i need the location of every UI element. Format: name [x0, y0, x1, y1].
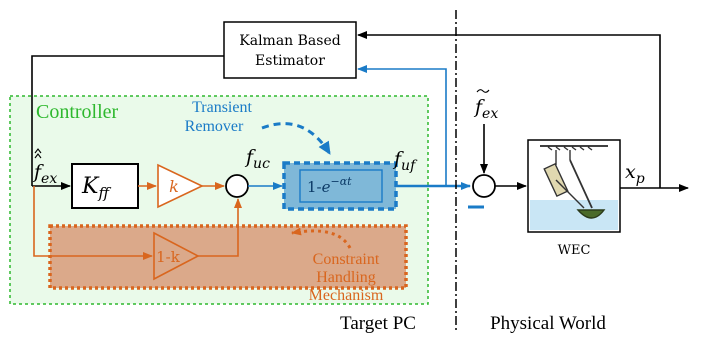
- constraint-label-line2: Handling: [316, 269, 376, 286]
- 1k-to-sum: [198, 198, 242, 257]
- constraint-handling-block: [48, 224, 408, 290]
- region-label-target-pc: Target PC: [340, 313, 416, 334]
- gain-k-triangle: [157, 163, 204, 209]
- signal-f-uf: fuf: [392, 148, 418, 174]
- transient-remover-function: 1-e−αt: [307, 175, 352, 196]
- control-to-estimator-line: [357, 65, 447, 186]
- controller-label: Controller: [36, 101, 119, 123]
- feedback-line: [357, 31, 661, 188]
- transient-label-line1: Transient: [192, 99, 252, 116]
- branch-to-1k: [33, 186, 153, 260]
- signal-x-p: xp: [625, 161, 645, 187]
- constraint-label-line1: Constraint: [313, 251, 380, 268]
- signal-f-uc: fuc: [244, 146, 270, 172]
- wec-label: WEC: [558, 243, 591, 258]
- gain-1k-label: 1-k: [156, 248, 181, 266]
- gain-1k-triangle: [153, 231, 200, 281]
- estimate-line: [31, 55, 224, 186]
- tilde-accent: [476, 89, 490, 93]
- kff-label: Kff: [81, 174, 111, 202]
- sum-junction-controller: [225, 174, 249, 198]
- transient-remover-inner: [299, 169, 383, 203]
- signal-f-ex-tilde: fex: [473, 96, 498, 122]
- sum-junction-plant: [472, 174, 496, 198]
- transient-pointer-arrow: [261, 122, 332, 155]
- transient-label-line2: Remover: [185, 118, 244, 135]
- hat-accent-1: [34, 153, 42, 159]
- kff-block: [71, 163, 139, 209]
- constraint-label-line3: Mechanism: [309, 287, 384, 304]
- wec-mechanism-icon: [543, 146, 606, 219]
- wec-water: [530, 200, 618, 230]
- estimator-label-line1: Kalman Based: [239, 33, 340, 49]
- hat-accent-2: [34, 148, 42, 154]
- region-label-physical-world: Physical World: [490, 313, 606, 334]
- estimator-label-line2: Estimator: [255, 53, 325, 69]
- gain-k-label: k: [169, 177, 179, 196]
- signal-f-ex-hat: fex: [32, 161, 57, 187]
- kalman-estimator-block: [223, 21, 357, 79]
